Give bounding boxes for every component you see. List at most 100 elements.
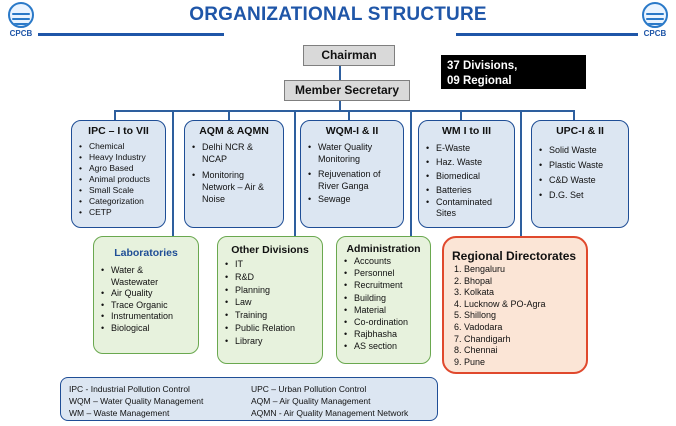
list-item: Plastic Waste [538,158,622,173]
list-item: 7. Chandigarh [454,333,511,344]
list-item: Water Quality Monitoring [307,141,397,165]
list-item: Accounts [343,255,424,267]
list-item: 1. Bengaluru [454,264,506,274]
connector [114,110,116,120]
logo-text: CPCB [643,29,667,38]
legend-box: IPC - Industrial Pollution Control WQM –… [60,377,438,421]
list-item: 5. Shillong [454,310,497,321]
upc-box: UPC-I & II Solid Waste Plastic Waste C&D… [531,120,629,228]
list-item: Categorization [78,196,159,207]
ipc-list: Chemical Heavy Industry Agro Based Anima… [78,141,159,218]
list-item: D.G. Set [538,188,622,203]
laboratories-box: Laboratories Water & Wastewater Air Qual… [93,236,199,354]
connector [460,110,462,120]
legend-right: UPC – Urban Pollution Control AQM – Air … [251,383,408,419]
cpcb-logo-right: CPCB [640,2,670,40]
list-item: Planning [224,284,316,297]
box-title: UPC-I & II [556,125,604,137]
title-rule-left [38,33,224,36]
list-item: 4. Lucknow & PO-Agra [454,298,546,309]
chairman-box: Chairman [303,45,395,66]
summary-box: 37 Divisions, 09 Regional Directorates [441,55,586,102]
list-item: Law [224,296,316,309]
list-item: Sewage [307,193,397,205]
list-item: 2. Bhopal [454,275,493,286]
connector [339,64,341,82]
list-item: 3. Kolkata [454,287,495,298]
connector [228,110,230,120]
list-item: Batteries [425,183,508,197]
legend-item: AQM – Air Quality Management [251,396,371,406]
list-item: Biological [100,323,192,335]
wqm-box: WQM-I & II Water Quality Monitoring Reju… [300,120,404,228]
list-item: 9. Pune [454,356,486,367]
list-item: Co-ordination [343,316,424,328]
wm-box: WM I to III E-Waste Haz. Waste Biomedica… [418,120,515,228]
connector [339,99,341,111]
connector [114,110,574,112]
list-item: Agro Based [78,163,159,174]
list-item: Air Quality [100,288,192,300]
connector [172,110,174,238]
box-title: WM I to III [442,125,491,137]
page-title: ORGANIZATIONAL STRUCTURE [189,4,487,25]
member-secretary-box: Member Secretary [284,80,410,101]
regional-directorates-box: Regional Directorates 1. Bengaluru 2. Bh… [442,236,588,374]
administration-box: Administration Accounts Personnel Recrui… [336,236,431,364]
box-title: Administration [346,243,421,255]
list-item: Monitoring Network – Air & Noise [191,169,277,205]
list-item: Delhi NCR & NCAP [191,141,277,165]
ipc-box: IPC – I to VII Chemical Heavy Industry A… [71,120,166,228]
title-rule-right [456,33,638,36]
list-item: Biomedical [425,169,508,183]
logo-text: CPCB [9,29,33,38]
box-title: AQM & AQMN [199,125,269,137]
list-item: IT [224,258,316,271]
list-item: Haz. Waste [425,155,508,169]
connector [410,110,412,238]
list-item: AS section [343,340,424,352]
summary-directorates: 09 Regional Directorates [447,75,515,102]
connector [520,110,522,238]
list-item: Recruitment [343,279,424,291]
list-item: Instrumentation [100,311,192,323]
legend-item: WM – Waste Management [69,408,170,418]
legend-left: IPC - Industrial Pollution Control WQM –… [69,383,203,419]
connector [294,110,296,238]
list-item: Material [343,304,424,316]
list-item: Chemical [78,141,159,152]
aqm-box: AQM & AQMN Delhi NCR & NCAP Monitoring N… [184,120,284,228]
box-title: Regional Directorates [452,249,577,263]
legend-item: AQMN - Air Quality Management Network [251,408,409,418]
list-item: R&D [224,271,316,284]
list-item: Animal products [78,174,159,185]
list-item: Building [343,292,424,304]
list-item: Contaminated Sites [425,197,508,219]
list-item: Water & Wastewater [100,265,192,288]
list-item: 8. Chennai [454,345,498,356]
list-item: Library [224,335,316,348]
box-title: Other Divisions [231,244,309,256]
list-item: 6. Vadodara [454,321,503,332]
summary-divisions: 37 Divisions, [447,60,518,72]
globe-icon [642,2,668,28]
list-item: Solid Waste [538,143,622,158]
globe-icon [8,2,34,28]
box-title: IPC – I to VII [88,125,149,137]
legend-item: UPC – Urban Pollution Control [251,384,367,394]
cpcb-logo-left: CPCB [6,2,36,40]
list-item: Rajbhasha [343,328,424,340]
list-item: Public Relation [224,322,316,335]
connector [573,110,575,120]
box-title: WQM-I & II [325,125,379,137]
box-title: Laboratories [114,247,178,259]
other-divisions-box: Other Divisions IT R&D Planning Law Trai… [217,236,323,364]
list-item: Training [224,309,316,322]
legend-item: IPC - Industrial Pollution Control [69,384,190,394]
list-item: CETP [78,207,159,218]
list-item: Rejuvenation of River Ganga [307,168,397,192]
list-item: Heavy Industry [78,152,159,163]
list-item: Personnel [343,267,424,279]
list-item: Small Scale [78,185,159,196]
list-item: Trace Organic [100,300,192,312]
